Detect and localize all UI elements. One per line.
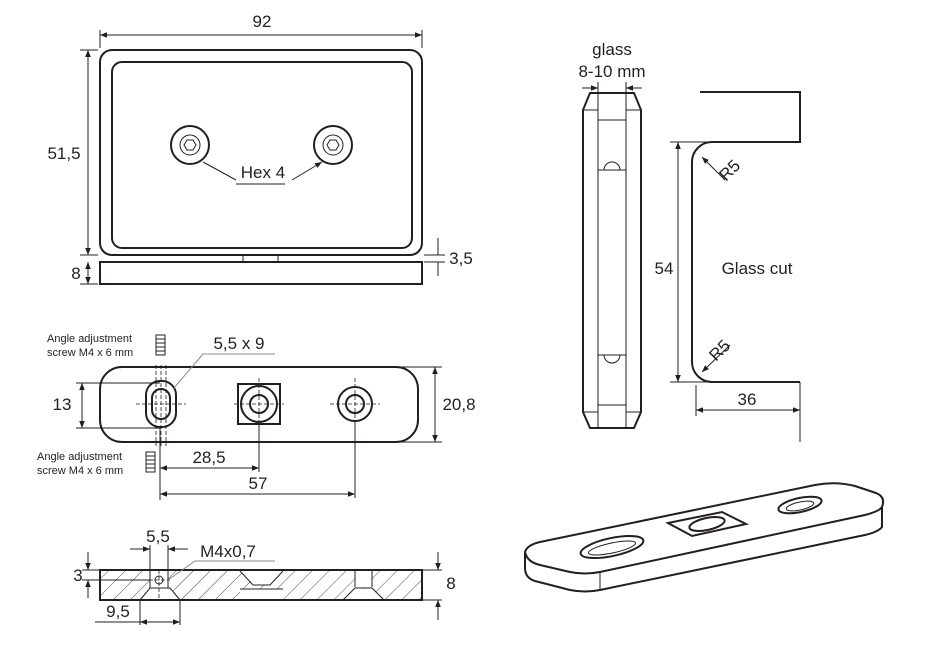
radius-bottom: R5 [705, 336, 734, 365]
dim-offset: 9,5 [106, 602, 130, 621]
dim-height: 51,5 [47, 144, 80, 163]
glass-label: glass [592, 40, 632, 59]
hex-label: Hex 4 [241, 163, 285, 182]
top-view: Hex 4 92 51,5 8 3,5 [47, 12, 473, 285]
thread-label: M4x0,7 [200, 542, 256, 561]
dim-gap: 3,5 [449, 249, 473, 268]
glass-range: 8-10 mm [578, 62, 645, 81]
dim-plate-width: 20,8 [442, 395, 475, 414]
dim-slot: 5,5 x 9 [213, 334, 264, 353]
dim-cut-depth: 36 [738, 390, 757, 409]
plate-3d [524, 482, 885, 593]
dim-base: 8 [71, 264, 80, 283]
screw-bottom-line2: screw M4 x 6 mm [37, 465, 123, 477]
screw-top-line1: Angle adjustment [47, 333, 132, 345]
section-view: 5,5 M4x0,7 3 8 9,5 [73, 527, 456, 625]
hex-screw-right [313, 125, 353, 165]
plate-view: 28,5 57 13 20,8 5,5 x 9 Angle adjustment… [37, 333, 476, 500]
dim-dist2: 57 [249, 474, 268, 493]
dim-depth: 3 [73, 566, 82, 585]
dim-cut-height: 54 [655, 259, 674, 278]
dim-inner-height: 13 [53, 395, 72, 414]
side-view: glass 8-10 mm [578, 40, 646, 429]
screw-top-line2: screw M4 x 6 mm [47, 347, 133, 359]
glass-cut-view: 54 Glass cut R5 R5 36 [655, 91, 801, 442]
screw-icon [145, 451, 156, 473]
screw-bottom-line1: Angle adjustment [37, 451, 122, 463]
glass-cut-label: Glass cut [722, 259, 793, 278]
dim-width: 92 [253, 12, 272, 31]
dim-dist1: 28,5 [192, 448, 225, 467]
screw-icon [155, 334, 166, 356]
dim-thickness: 8 [446, 574, 455, 593]
dim-hole: 5,5 [146, 527, 170, 546]
hex-screw-left [170, 125, 210, 165]
radius-top: R5 [715, 156, 744, 185]
